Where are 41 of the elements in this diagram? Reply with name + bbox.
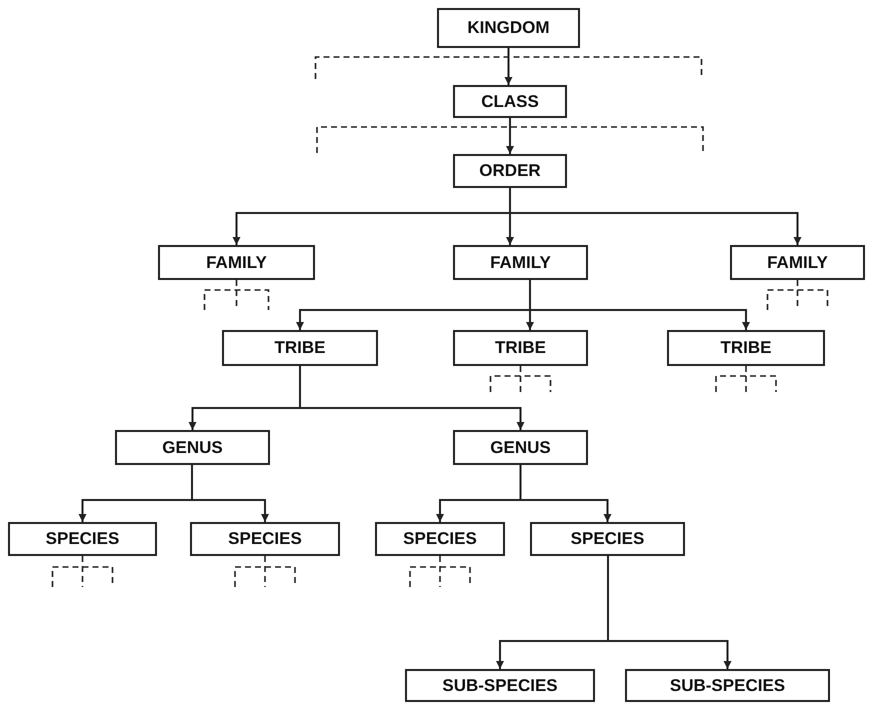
rank-label: SUB-SPECIES — [670, 676, 786, 696]
rank-label: ORDER — [479, 161, 541, 181]
rank-label: GENUS — [162, 438, 223, 458]
arrow — [509, 188, 802, 245]
rank-box — [453, 245, 588, 280]
rank-label: SPECIES — [228, 529, 302, 549]
rank-box — [8, 522, 157, 556]
rank-label: SUB-SPECIES — [442, 676, 558, 696]
rank-label: FAMILY — [206, 252, 267, 272]
rank-box — [530, 522, 685, 556]
rank-label: SPECIES — [570, 529, 644, 549]
rank-box — [730, 245, 865, 280]
arrow — [506, 118, 514, 154]
rank-box — [158, 245, 315, 280]
rank-label: SPECIES — [46, 529, 120, 549]
arrow — [299, 366, 524, 430]
rank-box — [405, 669, 595, 702]
rank-box — [667, 330, 825, 366]
rank-box — [453, 430, 588, 465]
rank-label: CLASS — [481, 92, 539, 112]
arrow — [504, 48, 512, 85]
rank-label: TRIBE — [495, 338, 546, 358]
arrow — [520, 465, 612, 522]
rank-label: SPECIES — [403, 529, 477, 549]
rank-box — [115, 430, 270, 465]
rank-label: GENUS — [490, 438, 551, 458]
rank-box — [453, 330, 588, 366]
rank-label: TRIBE — [274, 338, 326, 358]
arrow — [529, 280, 750, 330]
rank-box — [190, 522, 340, 556]
rank-label: FAMILY — [490, 252, 551, 272]
rank-box — [437, 8, 580, 48]
rank-box — [453, 85, 567, 118]
rank-box — [222, 330, 378, 366]
arrow — [191, 465, 269, 522]
rank-label: KINGDOM — [467, 18, 550, 38]
rank-box — [375, 522, 505, 556]
rank-label: FAMILY — [767, 252, 828, 272]
rank-label: TRIBE — [720, 338, 772, 358]
rank-box — [625, 669, 830, 702]
rank-box — [453, 154, 567, 188]
